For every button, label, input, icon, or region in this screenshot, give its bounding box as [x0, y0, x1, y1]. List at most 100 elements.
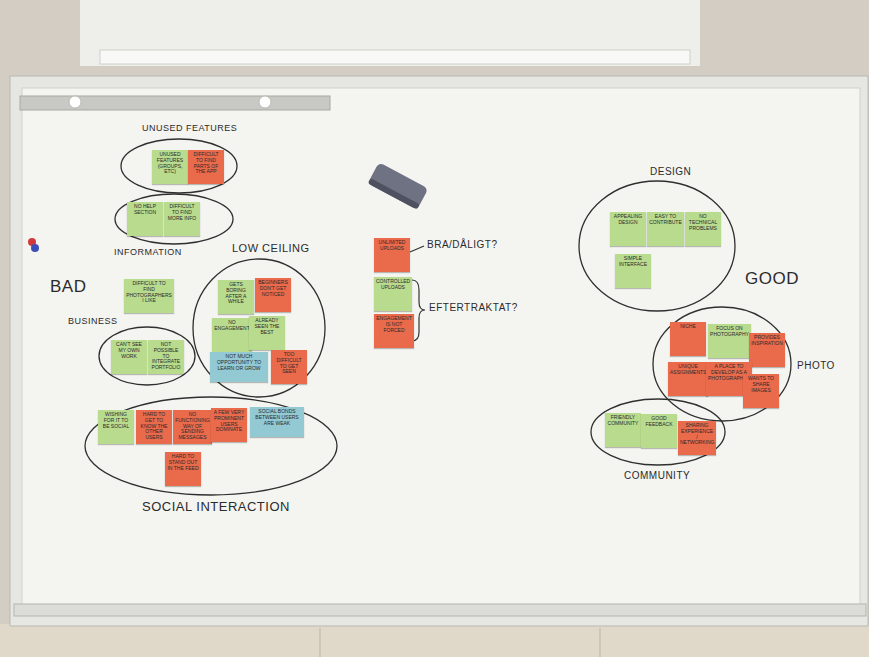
note-text: HARD TO GET TO KNOW THE OTHER USERS — [138, 412, 170, 441]
group-heading: DESIGN — [648, 166, 693, 177]
note-text: DIFFICULT TO FIND MORE INFO — [166, 204, 198, 221]
sticky-note: UNIQUE ASSIGNMENTS — [668, 362, 708, 396]
ellipse-outline — [579, 181, 735, 311]
sticky-note: NOT MUCH OPPORTUNITY TO LEARN OR GROW — [210, 352, 268, 382]
sticky-note: UNLIMITED UPLOADS — [374, 238, 410, 272]
note-text: WISHING FOR IT TO BE SOCIAL — [100, 412, 132, 429]
note-text: NOT MUCH OPPORTUNITY TO LEARN OR GROW — [212, 354, 266, 371]
magnet — [69, 96, 81, 108]
sticky-note: ALREADY SEEN THE BEST — [249, 316, 285, 350]
sticky-note: WISHING FOR IT TO BE SOCIAL — [98, 410, 134, 444]
cluster-ellipse: GETS BORING AFTER A WHILE BEGINNERS DON'T… — [192, 258, 326, 398]
leader-line — [410, 246, 424, 252]
note-text: ALREADY SEEN THE BEST — [251, 318, 283, 335]
cabinet-seam — [600, 628, 601, 657]
note-text: A FEW VERY PROMINENT USERS DOMINATE — [213, 410, 245, 433]
note-text: NO TECHNICAL PROBLEMS — [687, 214, 719, 231]
note-text: TOO DIFFICULT TO GET SEEN — [273, 352, 305, 375]
note-text: NO FUNCTIONING WAY OF SENDING MESSAGES — [175, 412, 210, 441]
note-text: GETS BORING AFTER A WHILE — [220, 282, 252, 305]
sticky-note: PROVIDES INSPIRATION — [749, 333, 785, 367]
group-heading: UNUSED FEATURES — [140, 124, 239, 134]
note-text: HARD TO STAND OUT IN THE FEED — [167, 454, 199, 471]
sticky-note: WANTS TO SHARE IMAGES — [743, 374, 779, 408]
note-text: DIFFICULT TO FIND PARTS OF THE APP — [190, 152, 222, 175]
board-surface — [22, 88, 860, 612]
note-text: UNIQUE ASSIGNMENTS — [670, 364, 706, 376]
board-label: BAD — [50, 278, 86, 297]
ellipse-outline — [115, 194, 233, 244]
magnet — [31, 244, 39, 252]
ellipse-outline — [121, 139, 237, 193]
sticky-note: HARD TO STAND OUT IN THE FEED — [165, 452, 201, 486]
sticky-note: NO TECHNICAL PROBLEMS — [685, 212, 721, 246]
light-fixture — [100, 50, 690, 64]
cluster-ellipse: FRIENDLY COMMUNITY GOOD FEEDBACK SHARING E… — [590, 398, 726, 466]
note-text: UNLIMITED UPLOADS — [376, 240, 408, 252]
eraser-body — [368, 162, 429, 209]
cluster-ellipse: CAN'T SEE MY OWN WORK NOT POSSIBLE TO INT… — [98, 326, 196, 386]
note-text: CONTROLLED UPLOADS — [376, 279, 410, 291]
sticky-note: FOCUS ON PHOTOGRAPHY — [708, 324, 751, 358]
note-text: EASY TO CONTRIBUTE — [649, 214, 682, 226]
cluster-ellipse: NO HELP SECTIONDIFFICULT TO FIND MORE IN… — [114, 193, 234, 245]
note-text: FRIENDLY COMMUNITY — [607, 415, 639, 427]
note-text: DIFFICULT TO FIND PHOTOGRAPHERS I LIKE — [126, 281, 172, 304]
ellipse-outline — [578, 180, 736, 312]
ellipse-outline — [85, 397, 337, 495]
ellipse-outline — [99, 327, 195, 385]
sticky-note: EASY TO CONTRIBUTE — [647, 212, 684, 246]
cluster-ellipse: NICHE FOCUS ON PHOTOGRAPHYPROVIDES INSPIR… — [652, 306, 792, 422]
note-text: CAN'T SEE MY OWN WORK — [113, 342, 145, 359]
ellipse-outline — [653, 307, 791, 421]
note-text: NOT POSSIBLE TO INTEGRATE PORTFOLIO — [150, 342, 182, 371]
cluster-ellipse: WISHING FOR IT TO BE SOCIAL HARD TO GET T… — [84, 396, 338, 496]
note-text: UNUSED FEATURES (GROUPS, ETC) — [154, 152, 186, 175]
sticky-note: BEGINNERS DON'T GET NOTICED — [255, 278, 291, 312]
sticky-note: NO ENGAGEMENT — [212, 318, 252, 352]
ellipse-outline — [193, 259, 325, 397]
ceiling-light — [80, 0, 700, 66]
sticky-note: A FEW VERY PROMINENT USERS DOMINATE — [211, 408, 247, 442]
note-text: APPEALING DESIGN — [612, 214, 644, 226]
sticky-note: TOO DIFFICULT TO GET SEEN — [271, 350, 307, 384]
note-text: ENGAGEMENT IS NOT FORCED — [376, 316, 412, 333]
ellipse-outline — [591, 399, 725, 465]
group-heading: PHOTO — [795, 360, 837, 371]
sticky-note: NOT POSSIBLE TO INTEGRATE PORTFOLIO — [148, 340, 184, 374]
magnet — [259, 96, 271, 108]
note-text: PROVIDES INSPIRATION — [751, 335, 783, 347]
note-text: NICHE — [672, 324, 704, 330]
group-heading: INFORMATION — [112, 248, 184, 258]
sticky-note: HARD TO GET TO KNOW THE OTHER USERS — [136, 410, 172, 444]
sticky-note: NO HELP SECTION — [127, 202, 163, 236]
sticky-note: SIMPLE INTERFACE — [615, 254, 651, 288]
note-text: BEGINNERS DON'T GET NOTICED — [257, 280, 289, 297]
board-label: EFTERTRAKTAT? — [429, 302, 518, 313]
sticky-note: CONTROLLED UPLOADS — [374, 277, 412, 311]
sticky-note: SHARING EXPERIENCE / NETWORKING — [678, 421, 716, 455]
group-heading: SOCIAL INTERACTION — [140, 500, 292, 514]
sticky-note: NO FUNCTIONING WAY OF SENDING MESSAGES — [173, 410, 212, 444]
sticky-note: UNUSED FEATURES (GROUPS, ETC) — [152, 150, 188, 184]
cabinet — [0, 624, 869, 657]
board-label: BRA/DÅLIGT? — [427, 239, 498, 250]
sticky-note: CAN'T SEE MY OWN WORK — [111, 340, 147, 374]
group-heading: BUSINESS — [66, 317, 120, 327]
sticky-note: GOOD FEEDBACK — [641, 414, 677, 448]
note-text: SHARING EXPERIENCE / NETWORKING — [680, 423, 714, 446]
group-heading: LOW CEILING — [230, 242, 312, 254]
eraser — [368, 162, 429, 209]
sticky-note: ENGAGEMENT IS NOT FORCED — [374, 314, 414, 348]
board-label: GOOD — [745, 270, 799, 289]
cluster-ellipse: UNUSED FEATURES (GROUPS, ETC)DIFFICULT T… — [120, 138, 238, 194]
note-text: GOOD FEEDBACK — [643, 416, 675, 428]
sticky-note: DIFFICULT TO FIND PHOTOGRAPHERS I LIKE — [124, 279, 174, 313]
sticky-note: DIFFICULT TO FIND PARTS OF THE APP — [188, 150, 224, 184]
note-text: SIMPLE INTERFACE — [617, 256, 649, 268]
sticky-note: FRIENDLY COMMUNITY — [605, 413, 641, 447]
note-text: SOCIAL BONDS BETWEEN USERS ARE WEAK — [252, 409, 302, 426]
board-frame — [10, 76, 868, 626]
